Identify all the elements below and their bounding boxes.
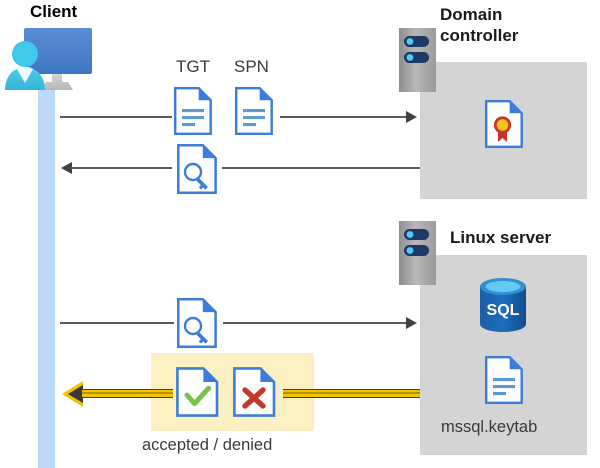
domain-controller-server-rack-icon xyxy=(399,28,436,92)
accepted-document-icon xyxy=(176,367,220,417)
flow-ticket-present-line-right xyxy=(223,322,406,324)
client-title: Client xyxy=(30,2,78,21)
flow-tgt-spn-line-right xyxy=(280,116,406,118)
auth-result-bar-left xyxy=(82,389,173,398)
certificate-document-icon xyxy=(485,100,523,148)
keytab-filename-label: mssql.keytab xyxy=(441,418,538,436)
sql-database-icon: SQL xyxy=(477,277,529,333)
denied-document-icon xyxy=(233,367,277,417)
spn-document-icon xyxy=(235,87,273,135)
flow-ticket-reply-arrowhead xyxy=(61,162,72,174)
flow-ticket-present-arrowhead xyxy=(406,317,417,329)
linux-server-title: Linux server xyxy=(450,228,552,247)
flow-tgt-spn-arrowhead xyxy=(406,111,417,123)
linux-server-server-rack-icon xyxy=(399,221,436,285)
flow-tgt-spn-line-left xyxy=(60,116,172,118)
client-lifeline xyxy=(38,85,55,468)
ticket-present-key-document-icon xyxy=(177,298,217,348)
flow-ticket-reply-line-left xyxy=(71,167,172,169)
domain-controller-title: Domain controller xyxy=(440,5,519,45)
client-workstation-icon xyxy=(2,24,94,94)
keytab-document-icon xyxy=(485,356,523,404)
flow-ticket-present-line-left xyxy=(60,322,174,324)
spn-label: SPN xyxy=(234,57,269,76)
auth-result-arrowhead-inner xyxy=(68,385,83,403)
ticket-reply-key-document-icon xyxy=(177,144,217,194)
auth-result-bar-right xyxy=(283,389,420,398)
flow-ticket-reply-line-right xyxy=(222,167,420,169)
accepted-denied-caption: accepted / denied xyxy=(142,436,273,454)
svg-text:SQL: SQL xyxy=(487,302,520,319)
tgt-document-icon xyxy=(174,87,212,135)
tgt-label: TGT xyxy=(176,57,210,76)
